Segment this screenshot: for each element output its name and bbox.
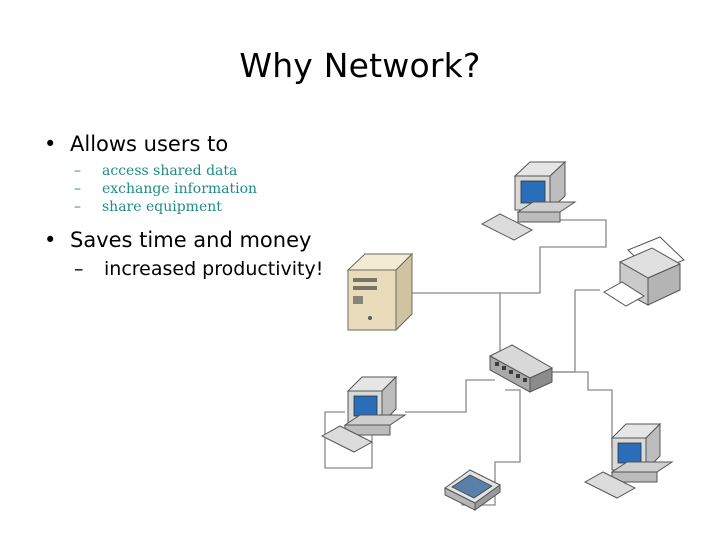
link-workstation-top [499,219,607,355]
network-links [324,219,613,506]
bullet-list: • Allows users to – access shared data –… [44,130,364,282]
sub-list: – access shared data – exchange informat… [44,162,364,216]
bullet-allows-users: • Allows users to [44,130,364,158]
sub-text: access shared data [102,163,238,179]
switch-icon [488,344,554,393]
server-icon [346,252,414,332]
printer-icon [603,236,685,307]
link-lower-left [324,411,373,469]
sub-item-exchange-information: – exchange information [74,180,364,198]
workstation-icon [480,160,577,241]
link-scanner [461,389,521,506]
sub-marker: – [74,181,81,197]
sub-item-increased-productivity: – increased productivity! [74,256,364,282]
sub-text: share equipment [102,199,222,215]
link-printer [550,289,600,373]
sub-item-share-equipment: – share equipment [74,198,364,216]
sub-item-access-shared-data: – access shared data [74,162,364,180]
sub-text: increased productivity! [104,258,324,280]
sub-text: exchange information [102,181,258,197]
scanner-icon [444,469,501,511]
sub-marker: – [74,163,81,179]
workstation-icon [583,422,674,499]
bullet-marker: • [44,132,57,156]
bullet-saves-time: • Saves time and money [44,226,364,254]
sub-marker: – [74,199,81,215]
link-workstation-right [545,371,613,448]
workstation-icon [320,375,407,453]
bullet-text: Saves time and money [70,228,312,252]
bullet-text: Allows users to [70,132,229,156]
bullet-marker: • [44,228,57,252]
slide-title: Why Network? [239,46,481,85]
link-workstation-left [405,379,495,413]
sub-marker: – [74,258,84,280]
